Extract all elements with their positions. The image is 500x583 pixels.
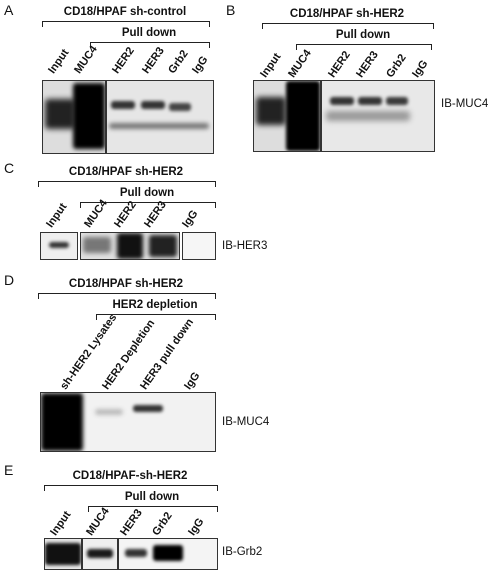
title-bracket [262,23,434,29]
title-bracket [42,21,210,27]
lane-label: Grb2 [150,510,175,538]
blot-band [358,97,382,105]
blot-band [41,393,83,451]
panel-letter: D [4,272,15,288]
lane-label: MUC4 [72,43,100,76]
blot-image [82,538,118,570]
blot-band [330,97,354,105]
blot-band [256,97,286,125]
blot-image [182,232,216,260]
lane-label: HER3 [354,49,381,80]
lane-label: Input [46,47,72,76]
subtitle-bracket [88,506,218,512]
blot-band [49,242,69,248]
blot-image [321,80,435,152]
panel-title: CD18/HPAF sh-control [63,6,187,18]
blot-image [40,232,78,260]
panel-letter: C [4,160,15,176]
blot-band [286,81,320,151]
ib-label: IB-MUC4 [222,416,270,428]
panel-letter: A [4,2,14,18]
blot-band [95,409,123,415]
ib-label: IB-Grb2 [222,546,263,558]
panel-title: CD18/HPAF-sh-HER2 [72,470,188,482]
panel-letter: B [226,2,236,18]
blot-band [111,101,135,109]
blot-image [44,538,82,570]
panel-subtitle: HER2 depletion [112,299,198,311]
subtitle-bracket [96,314,216,320]
blot-band [117,233,143,259]
subtitle-bracket [80,202,216,208]
blot-band [149,235,177,257]
ib-label: IB-HER3 [222,240,268,252]
blot-image [253,80,321,152]
panel-title: CD18/HPAF sh-HER2 [289,8,405,20]
lane-label: IgG [182,370,203,392]
blot-image [80,232,180,260]
lane-label: HER2 [110,45,137,76]
title-bracket [38,293,216,299]
blot-image [40,392,216,452]
blot-band [45,99,75,129]
lane-label: Input [258,51,284,80]
blot-band [386,97,408,105]
lane-label: IgG [186,516,207,538]
lane-label: IgG [180,208,201,230]
panel-title: CD18/HPAF sh-HER2 [68,166,184,178]
lane-label: MUC4 [286,47,314,80]
blot-band [133,405,163,412]
blot-band [125,549,147,557]
blot-band [169,103,191,111]
blot-band [153,545,183,561]
lane-label: HER3 [140,45,167,76]
lane-label: Grb2 [384,52,409,80]
lane-label: IgG [190,54,211,76]
title-bracket [38,181,216,187]
title-bracket [44,485,218,491]
blot-band [87,549,113,558]
subtitle-bracket [90,42,210,48]
blot-band [83,237,111,253]
panel-subtitle: Pull down [121,27,177,39]
panel-title: CD18/HPAF sh-HER2 [68,278,184,290]
blot-band [326,111,410,121]
blot-band [73,83,105,149]
blot-band [141,101,165,109]
blot-image [42,80,106,154]
subtitle-bracket [296,44,432,50]
lane-label: Input [48,509,74,538]
ib-label: IB-MUC4 [441,98,489,110]
blot-band [45,543,81,565]
lane-label: IgG [410,58,431,80]
blot-band [109,123,209,129]
blot-image [118,538,218,570]
lane-label: Input [44,201,70,230]
blot-image [106,80,214,154]
panel-letter: E [4,462,14,478]
panel-subtitle: Pull down [119,187,175,199]
lane-label: Grb2 [166,48,191,76]
panel-subtitle: Pull down [124,491,180,503]
panel-subtitle: Pull down [335,29,391,41]
lane-label: HER2 [326,49,353,80]
